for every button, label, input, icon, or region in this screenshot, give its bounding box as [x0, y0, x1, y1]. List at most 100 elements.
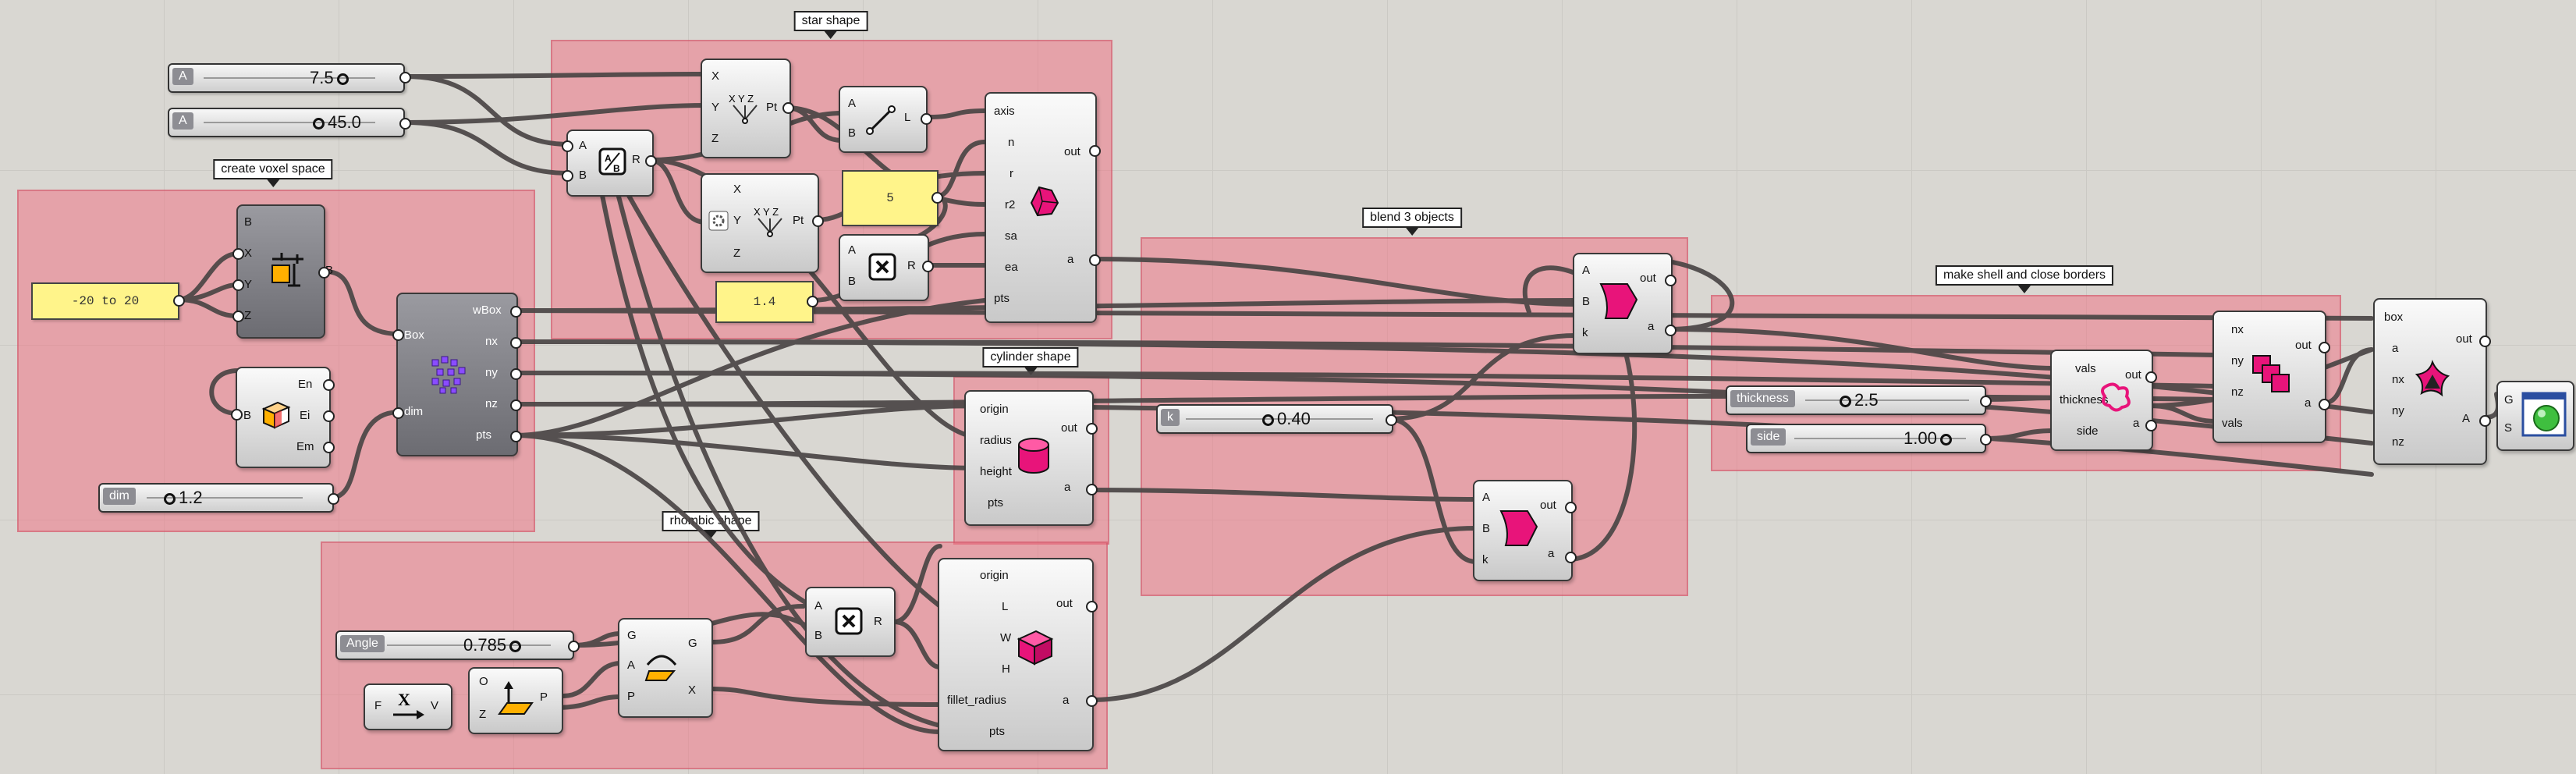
output-grip[interactable]: [323, 410, 335, 422]
isosurface-component[interactable]: box a nx ny nz out A: [2373, 298, 2487, 465]
output-grip[interactable]: [323, 442, 335, 453]
output-grip[interactable]: [173, 295, 185, 307]
star-prism-component[interactable]: axis n r r2 sa ea pts out a: [985, 92, 1097, 323]
slider-value[interactable]: 0.40: [1259, 409, 1311, 429]
slider-track[interactable]: [147, 497, 303, 499]
slider-k[interactable]: k 0.40: [1156, 404, 1393, 434]
slider-knob[interactable]: [509, 640, 522, 652]
output-grip[interactable]: [782, 102, 794, 114]
input-grip[interactable]: [562, 170, 573, 182]
close-borders-component[interactable]: nx ny nz vals out a: [2212, 311, 2326, 443]
slider-side[interactable]: side 1.00: [1746, 424, 1986, 453]
slider-knob[interactable]: [1939, 433, 1952, 446]
rhombic-box-component[interactable]: origin L W H fillet_radius pts out a: [938, 558, 1094, 751]
rotate-component[interactable]: G A P G X: [618, 618, 713, 718]
panel-star-points[interactable]: 5: [842, 170, 939, 226]
construct-point-component-1[interactable]: X Y Z Pt X Y Z: [701, 59, 791, 158]
output-grip[interactable]: [510, 431, 522, 442]
cylinder-component[interactable]: origin radius height pts out a: [964, 390, 1094, 526]
slider-value[interactable]: 0.785: [463, 635, 524, 655]
slider-thickness[interactable]: thickness 2.5: [1726, 385, 1986, 415]
plane-component[interactable]: O Z P: [468, 667, 563, 734]
output-grip[interactable]: [1665, 275, 1677, 286]
output-grip[interactable]: [1980, 396, 1992, 407]
output-grip[interactable]: [645, 155, 657, 167]
slider-track[interactable]: [1805, 399, 1969, 401]
output-grip[interactable]: [1980, 434, 1992, 446]
output-grip[interactable]: [2479, 415, 2491, 427]
box-component[interactable]: B X Y Z B: [236, 204, 333, 339]
output-grip[interactable]: [931, 192, 943, 204]
slider-knob[interactable]: [313, 117, 325, 130]
output-grip[interactable]: [510, 306, 522, 318]
output-grip[interactable]: [568, 641, 580, 652]
line-component[interactable]: A B L: [839, 86, 928, 153]
slider-track[interactable]: [204, 77, 375, 79]
output-grip[interactable]: [812, 215, 824, 227]
box-properties-component[interactable]: B En Ei Em: [236, 367, 331, 468]
output-grip[interactable]: [323, 379, 335, 391]
output-grip[interactable]: [328, 493, 339, 505]
output-grip[interactable]: [399, 118, 411, 130]
slider-value[interactable]: 1.00: [1904, 428, 1955, 449]
input-grip[interactable]: [232, 248, 244, 260]
slider-knob[interactable]: [336, 73, 349, 85]
slider-track[interactable]: [387, 644, 551, 646]
output-grip[interactable]: [318, 267, 330, 279]
output-grip[interactable]: [1089, 145, 1101, 157]
output-grip[interactable]: [807, 296, 818, 307]
output-grip[interactable]: [2145, 371, 2157, 383]
custom-preview-component[interactable]: G S: [2496, 381, 2574, 451]
unit-x-vector-component[interactable]: F V X: [364, 683, 452, 730]
blend-component-2[interactable]: A B k out a: [1473, 480, 1573, 581]
slider-track[interactable]: [204, 122, 375, 123]
output-grip[interactable]: [510, 399, 522, 411]
output-grip[interactable]: [1386, 414, 1397, 426]
output-grip[interactable]: [1565, 502, 1577, 513]
output-grip[interactable]: [2319, 399, 2330, 410]
slider-a-angle[interactable]: A 45.0: [168, 108, 405, 137]
input-grip[interactable]: [392, 407, 404, 419]
slider-track[interactable]: [1794, 438, 1966, 439]
blend-component-1[interactable]: A B k out a: [1573, 253, 1673, 354]
slider-value[interactable]: 2.5: [1836, 390, 1879, 410]
slider-value[interactable]: 7.5: [310, 68, 352, 88]
input-grip[interactable]: [232, 279, 244, 291]
multiplication-component-2[interactable]: A B R: [805, 587, 896, 657]
output-grip[interactable]: [399, 72, 411, 83]
output-grip[interactable]: [1086, 601, 1098, 612]
output-grip[interactable]: [510, 337, 522, 349]
input-grip[interactable]: [392, 329, 404, 341]
output-grip[interactable]: [1086, 484, 1098, 495]
slider-knob[interactable]: [1262, 414, 1274, 426]
slider-knob[interactable]: [164, 492, 176, 505]
voxel-space-component[interactable]: Box dim wBox nx ny nz pts: [396, 293, 518, 456]
slider-knob[interactable]: [1840, 395, 1851, 407]
construct-point-component-2[interactable]: X Y Z Pt X Y Z: [701, 173, 819, 273]
output-grip[interactable]: [2145, 420, 2157, 431]
output-grip[interactable]: [510, 368, 522, 380]
output-grip[interactable]: [1089, 254, 1101, 266]
output-grip[interactable]: [1086, 423, 1098, 435]
input-grip[interactable]: [231, 409, 243, 421]
slider-value[interactable]: 45.0: [310, 112, 361, 133]
output-grip[interactable]: [922, 261, 934, 272]
output-grip[interactable]: [2319, 342, 2330, 353]
panel-ratio[interactable]: 1.4: [715, 281, 814, 323]
slider-track[interactable]: [1186, 418, 1373, 420]
slider-a-radius[interactable]: A 7.5: [168, 63, 405, 93]
multiplication-component-1[interactable]: A B R: [839, 234, 929, 301]
slider-dim[interactable]: dim 1.2: [98, 483, 334, 513]
shell-component[interactable]: vals thickness side out a: [2050, 350, 2153, 451]
input-grip[interactable]: [232, 311, 244, 322]
output-grip[interactable]: [2479, 336, 2491, 347]
output-grip[interactable]: [921, 113, 932, 125]
slider-angle[interactable]: Angle 0.785: [335, 630, 574, 660]
panel-domain-range[interactable]: -20 to 20: [31, 282, 179, 320]
output-grip[interactable]: [1665, 325, 1677, 336]
input-grip[interactable]: [562, 140, 573, 152]
slider-value[interactable]: 1.2: [161, 488, 203, 508]
output-grip[interactable]: [1565, 552, 1577, 563]
output-grip[interactable]: [1086, 695, 1098, 707]
